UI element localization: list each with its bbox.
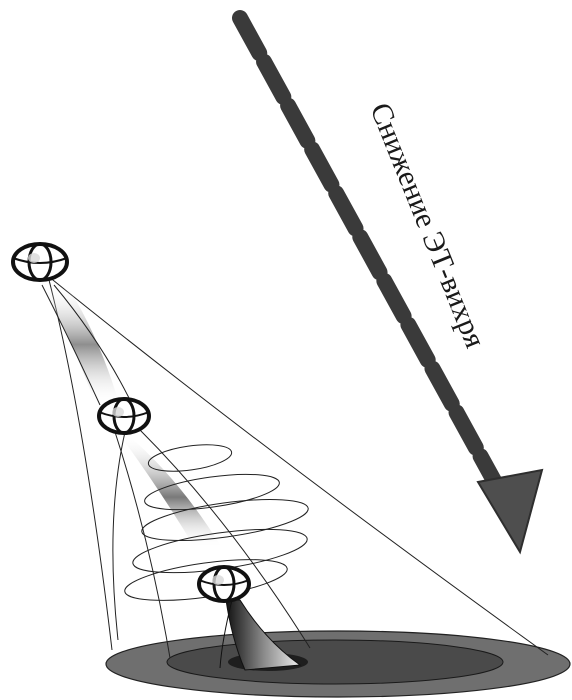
descent-arrow: [240, 18, 542, 552]
upper-beam: [42, 285, 130, 405]
descent-arrow-head: [478, 470, 542, 552]
vortex-ring-icon: [99, 399, 149, 433]
middle-beam: [122, 435, 220, 548]
ground-footprint: [106, 631, 570, 697]
descent-label: Снижение ЭТ-вихря: [364, 98, 492, 352]
vortex-ring-icon: [199, 567, 249, 601]
ground-middle-ring: [167, 640, 503, 684]
descent-arrow-shaft: [240, 18, 498, 488]
vortex-ring-icon: [13, 244, 67, 280]
